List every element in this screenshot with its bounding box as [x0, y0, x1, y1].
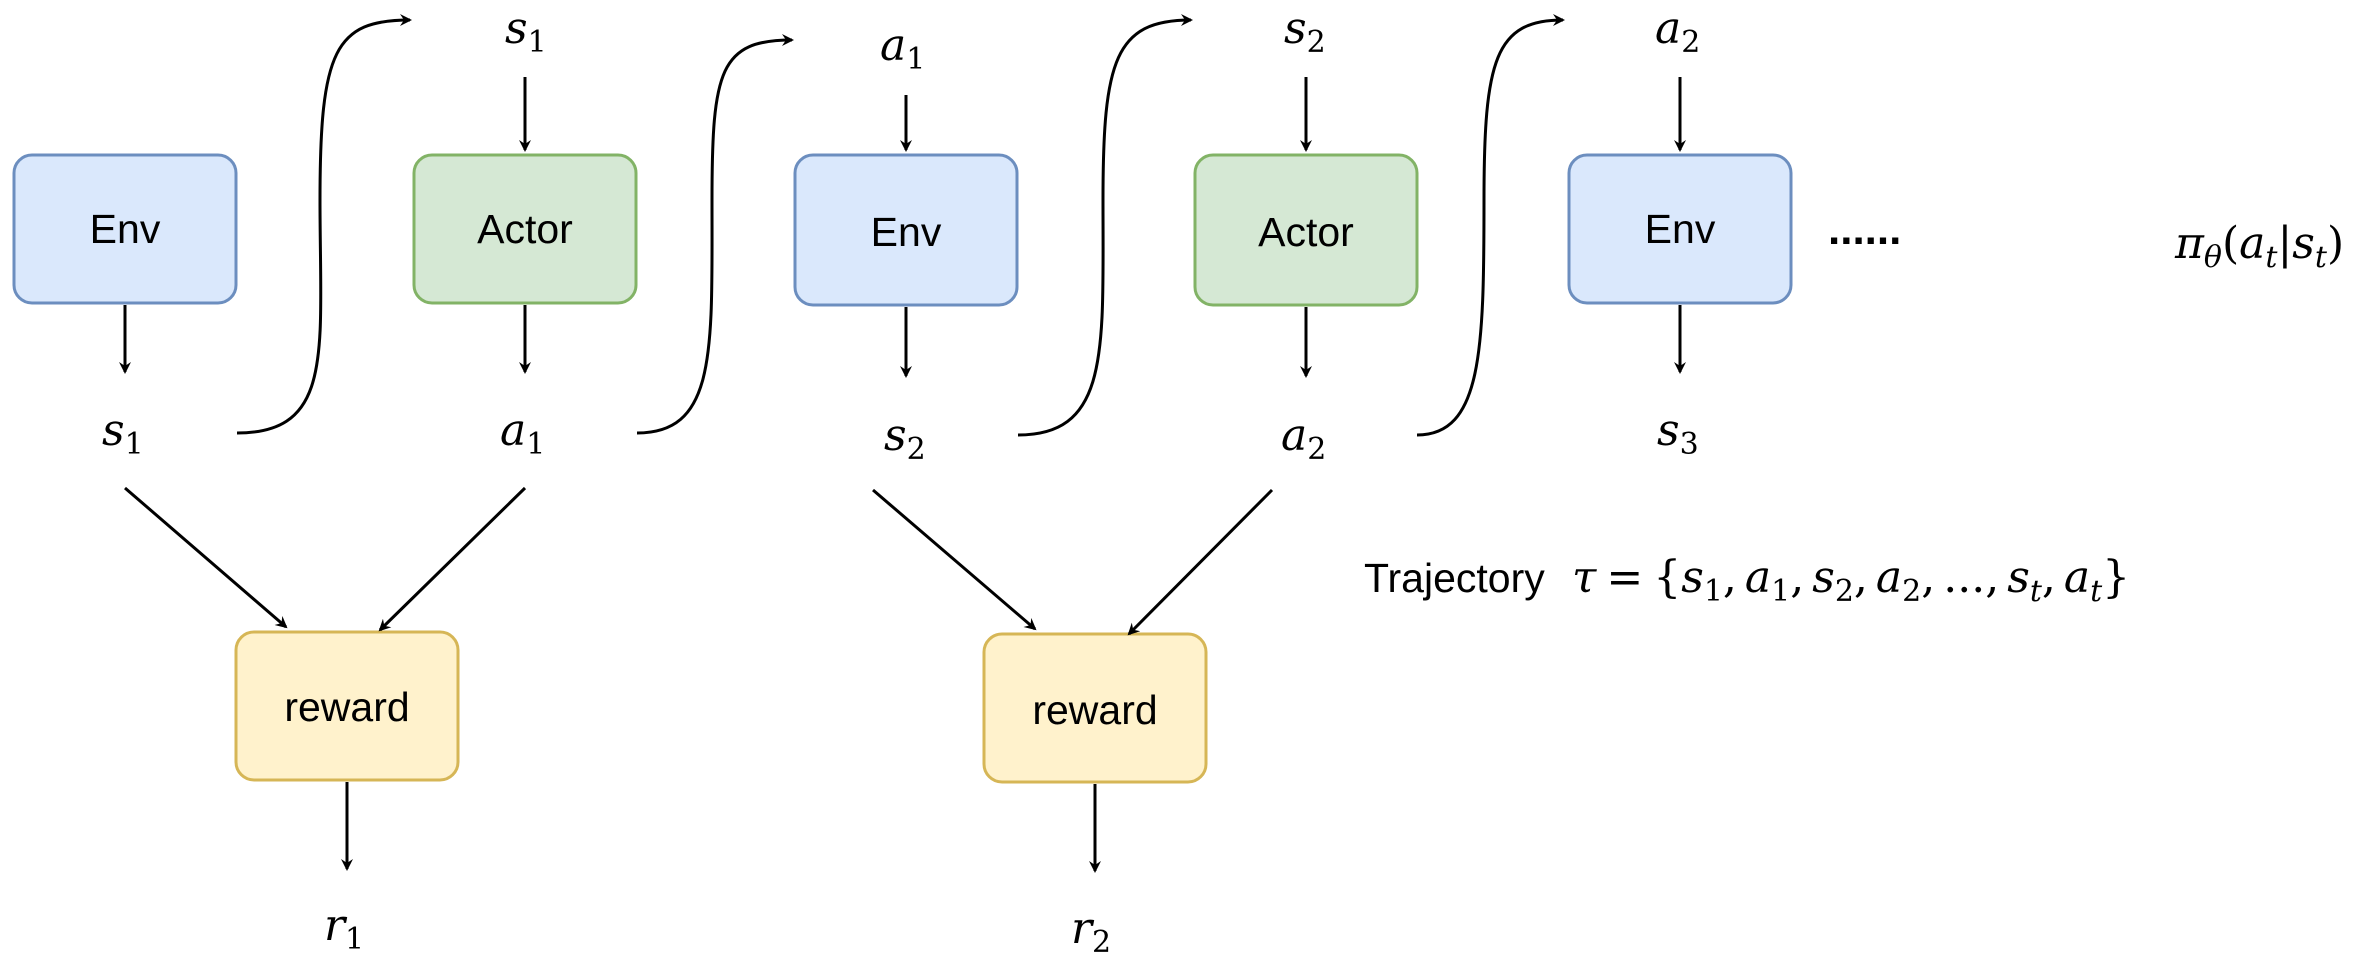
actor-box-2: Actor [1193, 153, 1419, 307]
policy-formula: πθ(at|st) [2174, 218, 2344, 275]
trajectory-formula: Trajectory τ={s1,a1,s2,a2,...,st,at} [1364, 552, 2130, 609]
env-box-1-label: Env [90, 206, 161, 252]
curve-a1-to-top-a1 [636, 34, 794, 435]
env-box-3-label: Env [1645, 206, 1716, 252]
arrow-a2-to-reward2 [1127, 488, 1274, 636]
label-r2: r2 [1071, 903, 1111, 960]
label-s2: s2 [884, 410, 926, 467]
label-top-s2: s2 [1284, 3, 1326, 60]
label-a2: a2 [1281, 410, 1326, 467]
arrow-a1-to-reward1 [378, 486, 527, 632]
trajectory-equation: τ={s1,a1,s2,a2,...,st,at} [1572, 552, 2130, 609]
label-top-a1: a1 [880, 20, 925, 77]
reward-box-1: reward [234, 630, 460, 782]
reward-box-1-label: reward [284, 684, 409, 730]
arrow-s1-to-reward1 [124, 486, 288, 629]
curve-s1-to-top-s1 [236, 14, 412, 435]
curve-s2-to-top-s2 [1017, 14, 1193, 437]
label-a1: a1 [500, 405, 545, 462]
actor-box-2-label: Actor [1258, 209, 1354, 255]
reward-box-2: reward [982, 632, 1208, 784]
reward-box-2-label: reward [1032, 687, 1157, 733]
curve-a2-to-top-a2 [1416, 14, 1565, 437]
arrows [119, 14, 1686, 873]
env-box-1: Env [12, 153, 238, 305]
ellipsis: ...... [1828, 205, 1901, 254]
actor-box-1-label: Actor [477, 206, 573, 252]
label-top-a2: a2 [1655, 3, 1700, 60]
arrow-s2-to-reward2 [872, 488, 1037, 631]
label-top-s1: s1 [505, 3, 547, 60]
actor-box-1: Actor [412, 153, 638, 305]
env-box-2: Env [793, 153, 1019, 307]
label-r1: r1 [324, 900, 364, 957]
trajectory-label: Trajectory [1364, 555, 1545, 601]
env-box-2-label: Env [871, 209, 942, 255]
label-s3: s3 [1657, 405, 1699, 462]
env-box-3: Env [1567, 153, 1793, 305]
label-s1: s1 [102, 405, 144, 462]
